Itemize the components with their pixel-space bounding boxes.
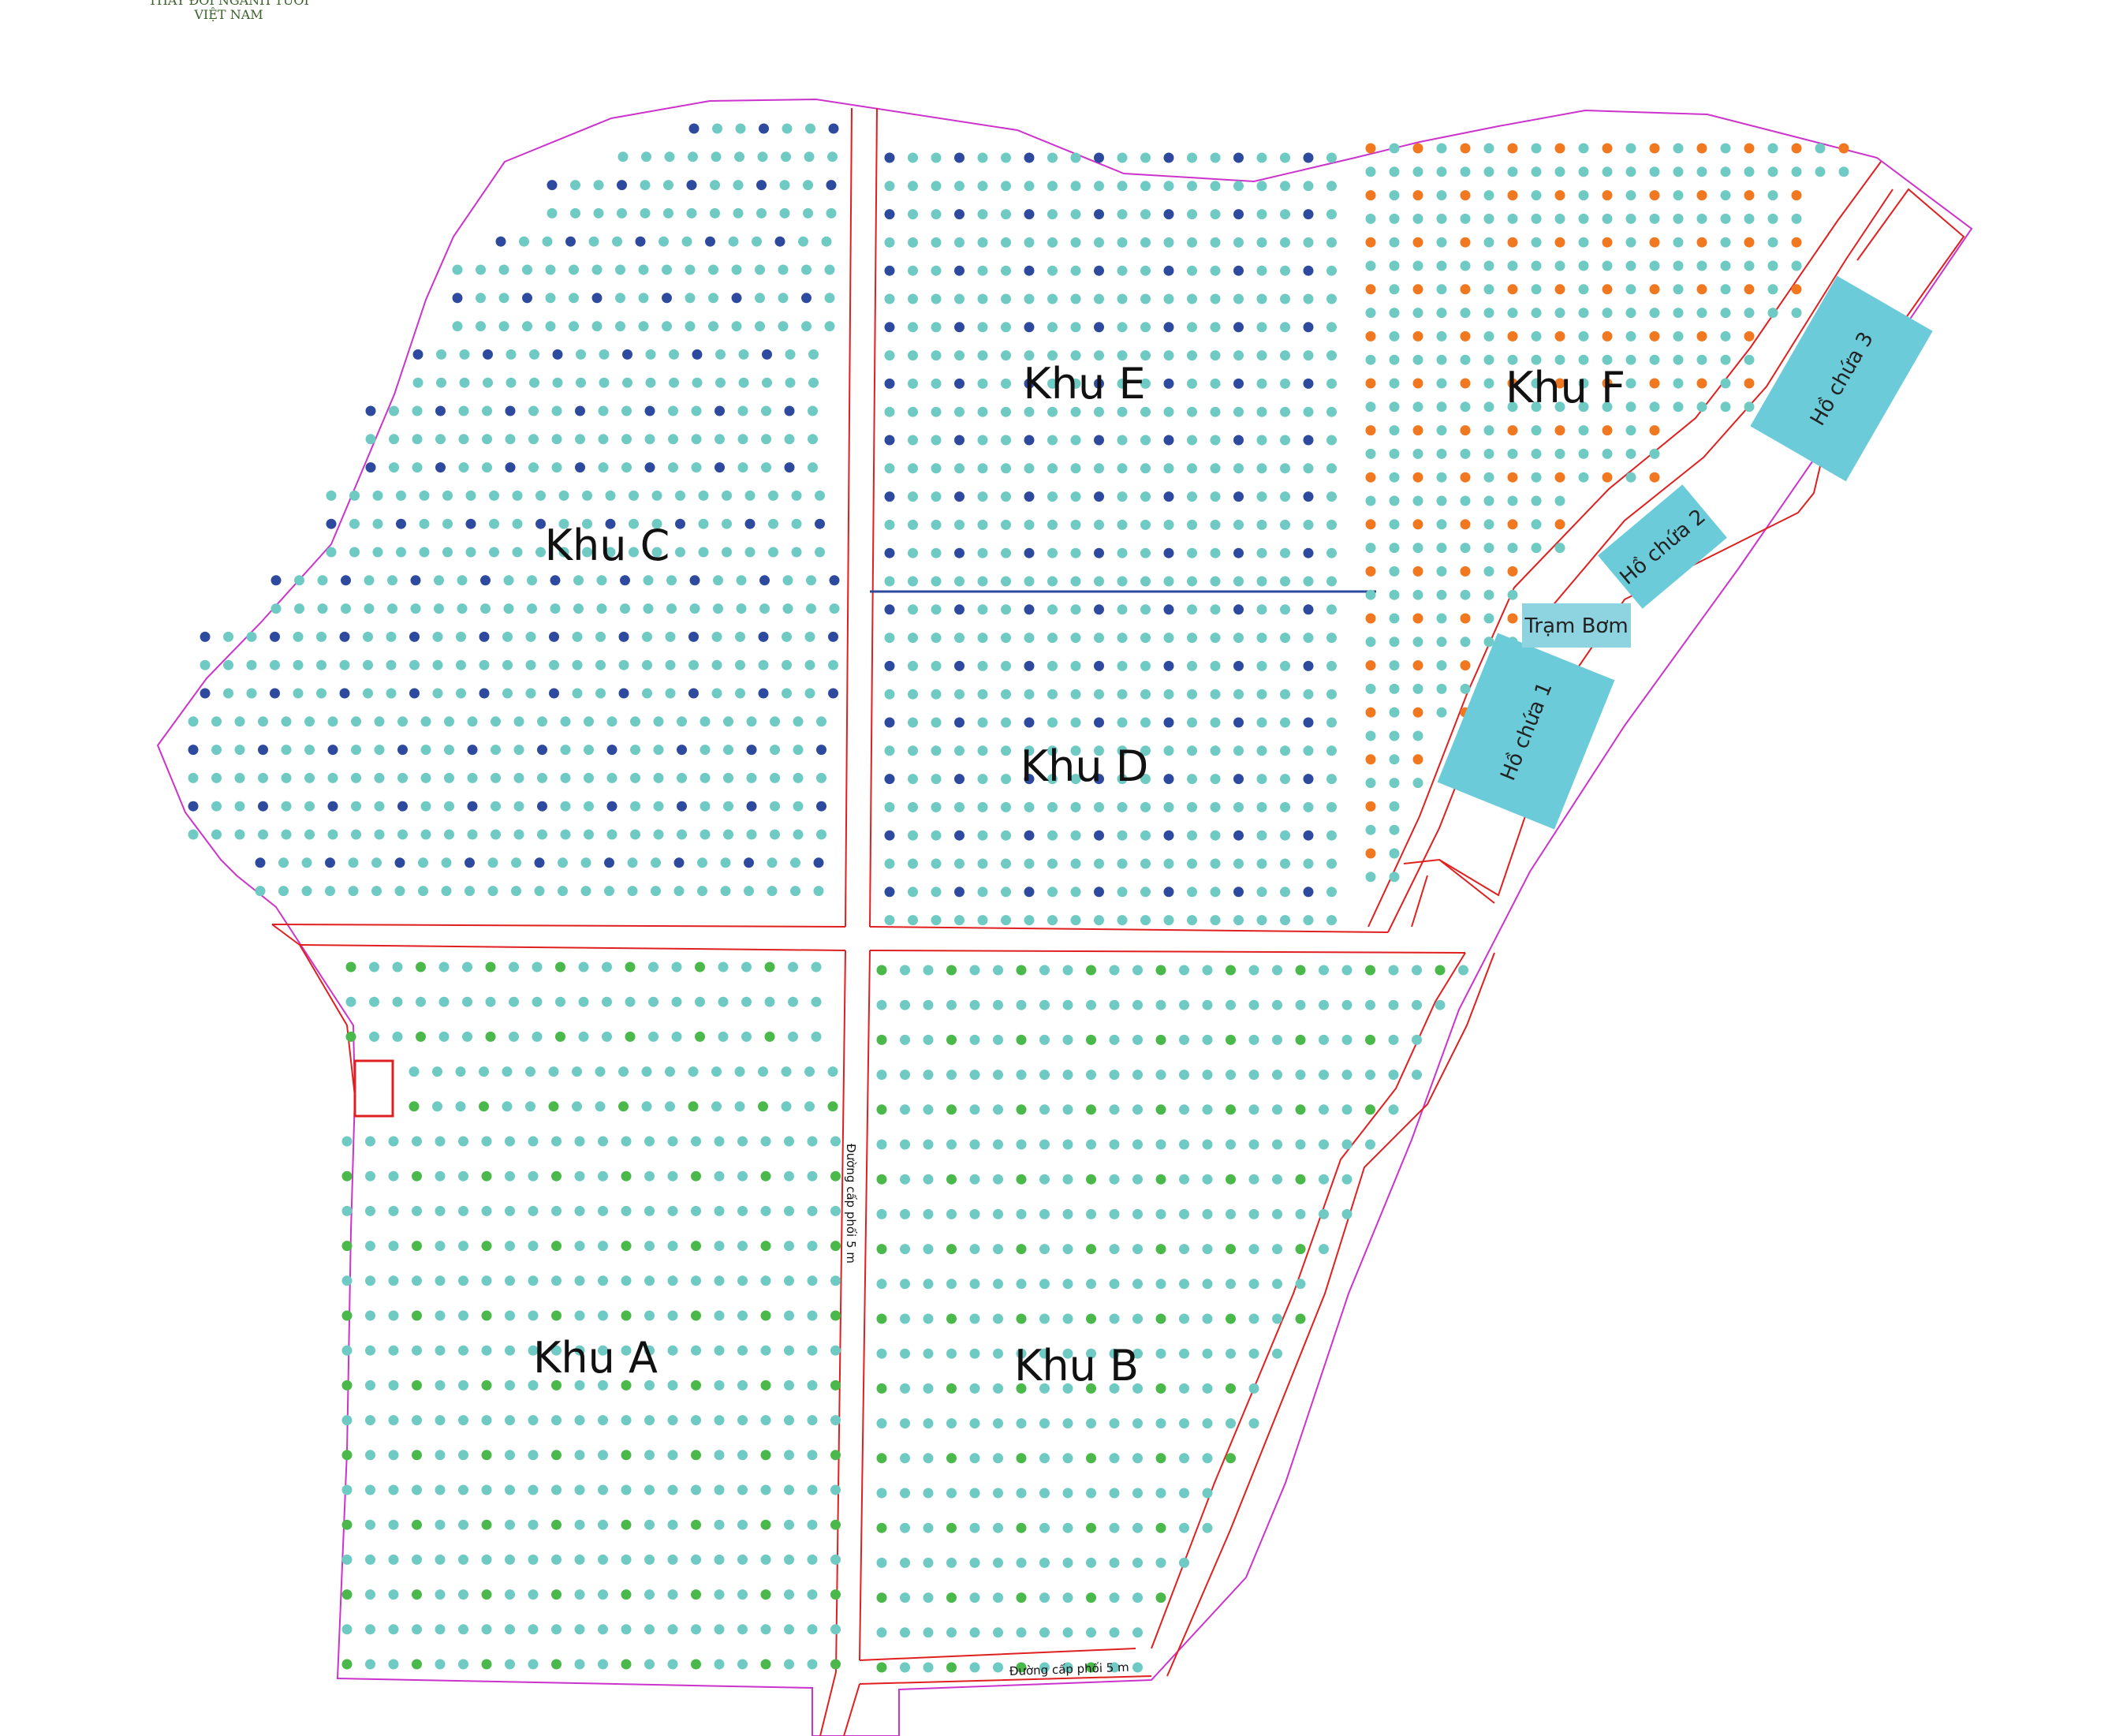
reservoir-2: Hồ chứa 2: [1598, 484, 1727, 609]
road-label-horizontal: Đường cấp phối 5 m: [1009, 1660, 1129, 1678]
road-network: [271, 107, 1965, 1736]
zone-label-b: Khu B: [1014, 1341, 1139, 1391]
logo-line-1: THAY ĐỔI NGÀNH TƯỚI: [148, 0, 309, 8]
zone-label-d: Khu D: [1020, 741, 1149, 791]
property-boundary: [156, 98, 1973, 1736]
zone-label-c: Khu C: [545, 521, 670, 570]
logo-line-2: VIỆT NAM: [193, 7, 263, 22]
plant-grid: [188, 123, 1849, 1673]
zone-label-f: Khu F: [1506, 363, 1625, 413]
zone-label-e: Khu E: [1023, 359, 1145, 409]
pump-station: Trạm Bơm: [1522, 603, 1631, 648]
reservoir-3: Hồ chứa 3: [1750, 275, 1933, 482]
zone-label-a: Khu A: [533, 1333, 658, 1383]
reservoir-1: Hồ chứa 1: [1437, 633, 1615, 830]
pump-station-label: Trạm Bơm: [1524, 614, 1628, 638]
road-label-vertical: Đường cấp phối 5 m: [844, 1144, 858, 1264]
